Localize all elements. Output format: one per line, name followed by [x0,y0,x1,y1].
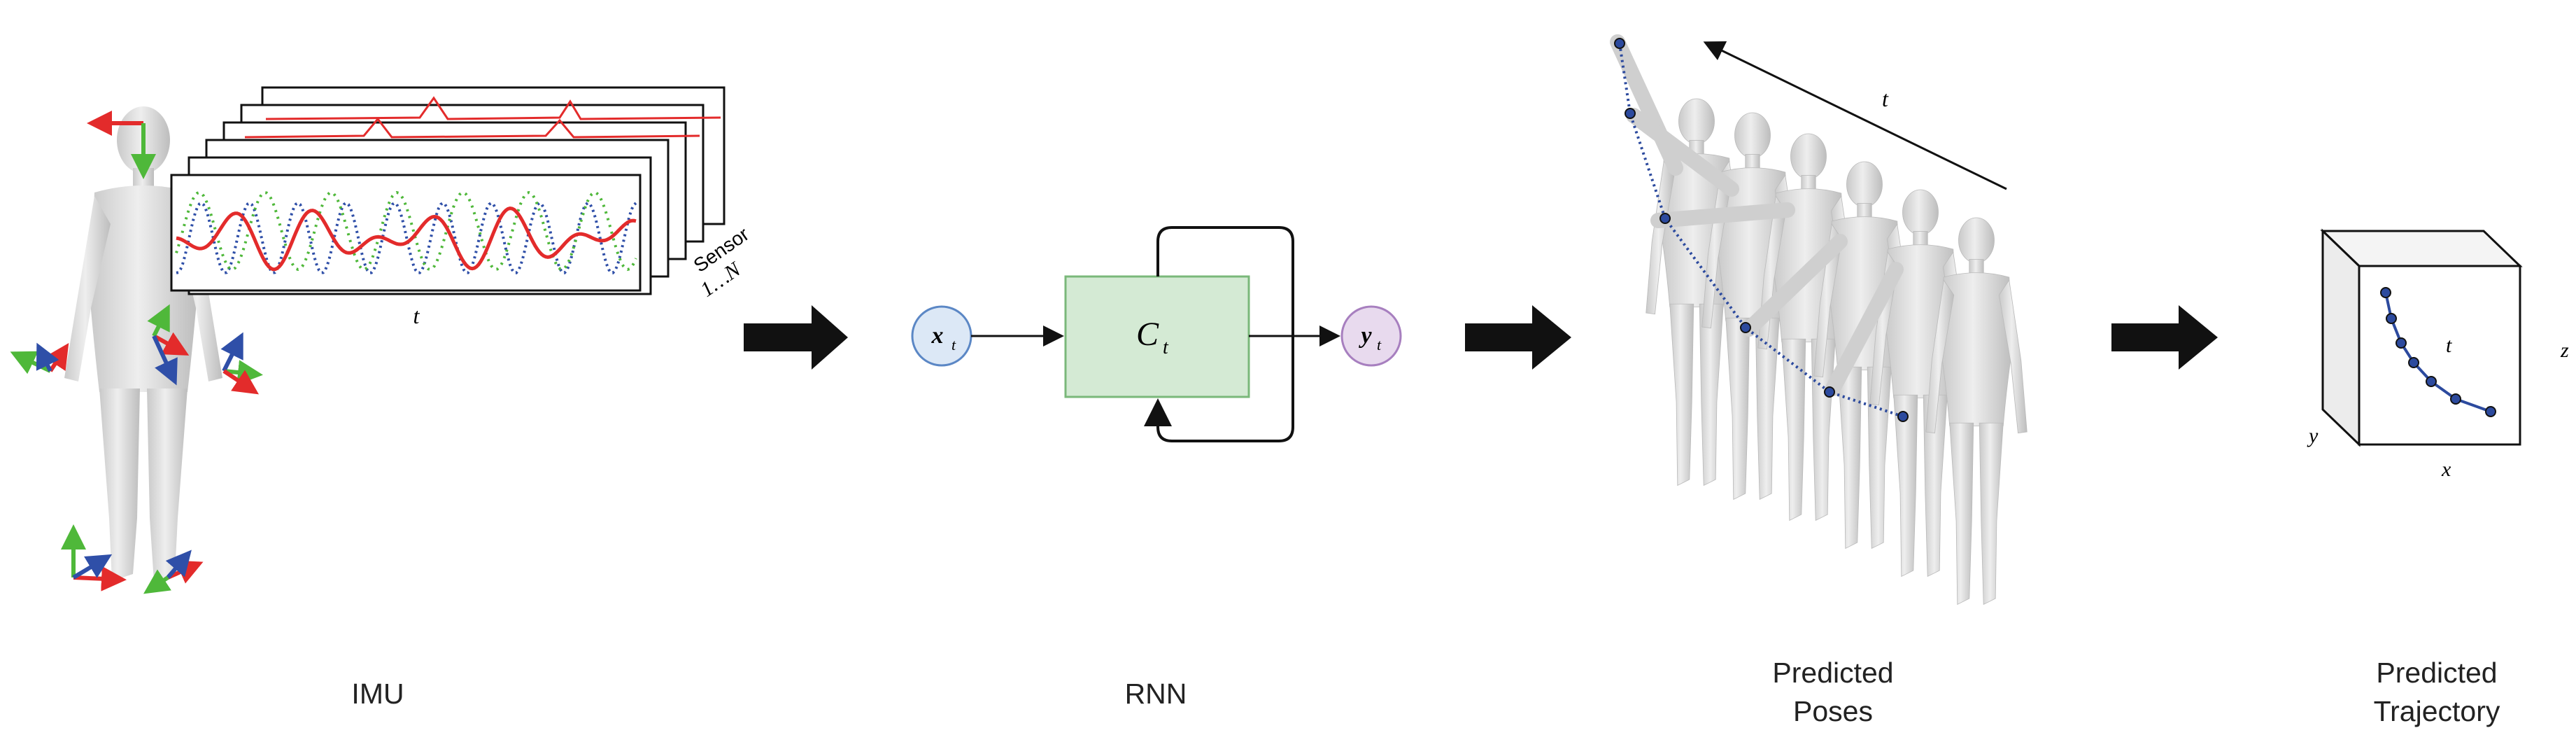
rnn-section: x t C t y t [911,226,1402,442]
caption-trajectory-line1: Predicted [2376,657,2497,689]
imu-axes-pelvis [147,304,190,386]
trajectory-point [2426,376,2437,387]
trajectory-point [2485,406,2496,417]
trajectory-cube [2320,228,2523,447]
trajectory-z-label: z [2560,339,2569,362]
pose-trajectory-point [1614,38,1625,49]
imu-axes-right-wrist [220,332,263,395]
trajectory-x-label: x [2441,458,2451,481]
trajectory-point [2450,393,2461,405]
flow-arrow-imu-to-rnn [744,305,848,370]
imu-axes-left-ankle [61,524,127,592]
caption-poses-line1: Predicted [1772,657,1893,689]
rnn-input-sub: t [951,336,956,354]
imu-signal-panels [170,86,726,295]
flow-arrow-rnn-to-poses [1465,305,1571,370]
trajectory-time-label: t [2446,334,2452,357]
flow-arrow-poses-to-trajectory [2111,305,2218,370]
trajectory-point [2386,313,2397,324]
trajectory-points [2380,287,2496,417]
imu-axes-right-ankle [143,550,204,594]
pose-trajectory-point [1897,411,1909,422]
pose-time-arrow [1703,41,2007,190]
pose-trajectory-points [1614,38,1909,422]
trajectory-point [2395,337,2407,349]
pose-trajectory-point [1824,386,1835,398]
rnn-cell-label: C [1136,316,1159,353]
rnn-input-label: x [931,323,944,349]
caption-rnn: RNN [1125,678,1187,710]
caption-imu: IMU [351,678,404,710]
pose-trajectory-point [1625,108,1636,119]
poses-section: t [1610,34,2027,605]
caption-trajectory-line2: Trajectory [2374,695,2500,727]
trajectory-point [2408,357,2419,368]
rnn-cell [1064,275,1250,398]
rnn-cell-sub: t [1163,337,1169,358]
trajectory-section: t x y z [2307,228,2569,481]
rnn-output-node [1340,305,1402,367]
pose-trajectory-point [1659,213,1671,224]
trajectory-point [2380,287,2391,298]
imu-signal-green [175,190,637,272]
imu-signal-red [176,206,637,272]
rnn-recurrent-loop [1144,226,1294,442]
pose-trajectory-point [1740,322,1751,333]
caption-poses-line2: Poses [1793,695,1873,727]
rnn-output-label: y [1358,323,1372,349]
imu-axes-head [87,111,156,179]
imu-axes-left-wrist [10,342,69,374]
rnn-output-sub: t [1377,336,1382,354]
pose-arms [1610,34,1904,396]
imu-section: t Sensor 1…N [10,86,753,594]
imu-time-label: t [413,303,420,328]
pose-time-label: t [1882,86,1889,111]
trajectory-y-label: y [2307,424,2319,447]
trajectory-curve [2384,292,2491,413]
